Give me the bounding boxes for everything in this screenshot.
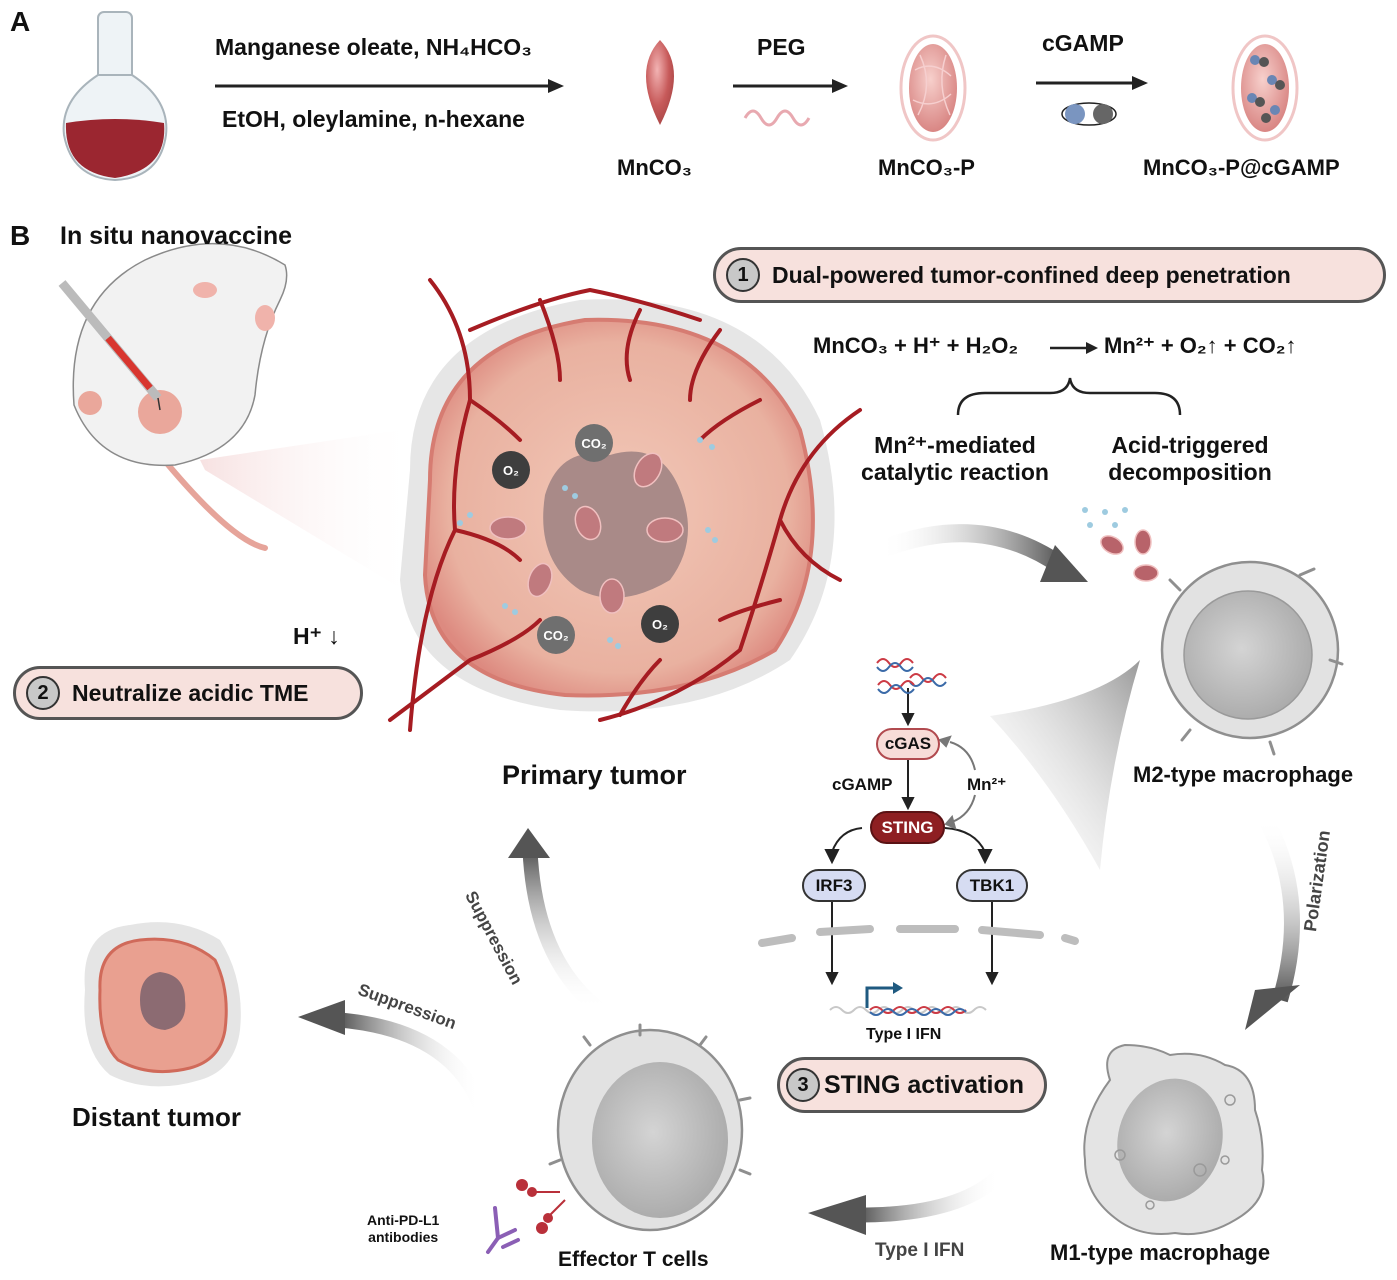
mn-activation-arrows xyxy=(938,735,976,830)
peg-arrow xyxy=(733,79,848,127)
co2-bubble: CO₂ xyxy=(537,616,575,654)
peg-chain-icon xyxy=(743,109,811,127)
step-number-badge: 3 xyxy=(786,1068,820,1102)
mouse-tail xyxy=(157,452,268,551)
suppression-distant-arrow xyxy=(298,1000,487,1108)
antibody-icon xyxy=(486,1206,520,1254)
penetration-arrow xyxy=(876,524,1088,582)
tumor-nanoparticles xyxy=(489,452,684,614)
equation-arrow xyxy=(1050,342,1098,354)
mnco3-p-cgamp-particle-icon xyxy=(1231,34,1299,142)
released-nanoparticles xyxy=(1082,507,1159,582)
sting-pathway-arrows xyxy=(824,688,999,986)
m2-macrophage-label: M2-type macrophage xyxy=(1133,762,1354,787)
mechanism-acid-line2: decomposition xyxy=(1108,459,1272,485)
o2-bubble: O₂ xyxy=(641,605,679,643)
irf3-node: IRF3 xyxy=(802,869,866,902)
syringe-icon xyxy=(58,280,162,411)
mnco3-p-particle-icon xyxy=(899,34,967,142)
distant-tumor-illustration xyxy=(84,922,241,1087)
type-i-ifn-arrow-label: Type I IFN xyxy=(875,1240,965,1261)
primary-tumor-label: Primary tumor xyxy=(502,760,687,790)
equation-left: MnCO₃ + H⁺ + H₂O₂ xyxy=(813,333,1019,358)
mouse-tumor xyxy=(138,390,182,434)
primary-tumor-illustration xyxy=(388,278,862,732)
mechanism-acid-line1: Acid-triggered xyxy=(1111,432,1269,458)
polarization-arrow xyxy=(1245,814,1300,1030)
mn-ion-label: Mn²⁺ xyxy=(967,775,1007,794)
effector-t-cell-illustration xyxy=(486,1023,752,1254)
pill-neutralize-tme: 2 Neutralize acidic TME xyxy=(13,666,363,720)
mechanism-acid: Acid-triggered decomposition xyxy=(1090,432,1290,486)
cgamp-arrow xyxy=(1036,76,1148,126)
step1-reagents-above: Manganese oleate, NH₄HCO₃ xyxy=(215,34,532,60)
pd-l1-receptor-icon xyxy=(516,1179,566,1234)
cgas-node: cGAS xyxy=(876,728,940,760)
flask-icon xyxy=(62,11,168,182)
pill-text: Neutralize acidic TME xyxy=(72,679,309,706)
curly-brace xyxy=(956,377,1182,416)
mouse-illustration xyxy=(58,242,288,551)
gas-bubbles xyxy=(457,437,718,649)
panel-b-letter: B xyxy=(10,220,31,251)
dna-fragments-icon xyxy=(876,658,947,694)
step3-cgamp-label: cGAMP xyxy=(1042,30,1124,56)
mnco3-particle-icon xyxy=(646,40,674,125)
cgamp-label: cGAMP xyxy=(832,775,893,794)
pill-text: STING activation xyxy=(824,1070,1025,1099)
mechanism-catalytic-line2: catalytic reaction xyxy=(861,459,1049,485)
zoom-cone xyxy=(200,430,420,600)
step1-reagents-below: EtOH, oleylamine, n-hexane xyxy=(222,106,525,132)
suppression-primary-arrow xyxy=(508,828,605,1016)
product-mnco3-label: MnCO₃ xyxy=(617,155,692,180)
ifn-gene-icon xyxy=(829,982,987,1016)
cgamp-molecule-icon xyxy=(1061,102,1117,126)
distant-tumor-label: Distant tumor xyxy=(72,1102,241,1132)
step2-peg-label: PEG xyxy=(757,34,806,60)
nuclear-membrane xyxy=(758,925,1079,947)
o2-bubble: O₂ xyxy=(492,451,530,489)
mechanism-catalytic-line1: Mn²⁺-mediated xyxy=(874,432,1036,458)
pill-dual-powered-penetration: 1 Dual-powered tumor-confined deep penet… xyxy=(713,247,1386,303)
signal-fan-shape xyxy=(990,660,1140,870)
pill-sting-activation: 3 STING activation xyxy=(777,1057,1047,1113)
step-number-badge: 1 xyxy=(726,258,760,292)
m1-macrophage-label: M1-type macrophage xyxy=(1050,1240,1271,1265)
product-mnco3-p-label: MnCO₃-P xyxy=(878,155,975,180)
mechanism-catalytic: Mn²⁺-mediated catalytic reaction xyxy=(845,432,1065,486)
anti-pd-l1-line2: antibodies xyxy=(368,1229,439,1245)
panel-b-title: In situ nanovaccine xyxy=(60,222,293,250)
m2-macrophage-illustration xyxy=(1160,560,1344,756)
anti-pd-l1-label: Anti-PD-L1 antibodies xyxy=(367,1212,439,1246)
synthesis-arrow xyxy=(215,79,564,93)
product-mnco3-p-cgamp-label: MnCO₃-P@cGAMP xyxy=(1143,155,1340,180)
blood-vessels xyxy=(388,278,862,732)
equation-right: Mn²⁺ + O₂↑ + CO₂↑ xyxy=(1104,333,1297,358)
necrotic-core xyxy=(543,451,688,598)
sting-node: STING xyxy=(870,811,945,844)
step-number-badge: 2 xyxy=(26,676,60,710)
anti-pd-l1-line1: Anti-PD-L1 xyxy=(367,1212,440,1228)
co2-bubble: CO₂ xyxy=(575,424,613,462)
type-i-ifn-arrow xyxy=(808,1169,1006,1235)
pill-text: Dual-powered tumor-confined deep penetra… xyxy=(772,261,1291,288)
effector-t-cells-label: Effector T cells xyxy=(558,1248,709,1271)
tbk1-node: TBK1 xyxy=(956,869,1028,902)
m1-macrophage-illustration xyxy=(1083,1043,1265,1236)
h-decrease-label: H⁺ ↓ xyxy=(293,623,340,649)
type-i-ifn-gene-label: Type I IFN xyxy=(866,1026,942,1043)
panel-a-letter: A xyxy=(10,6,31,37)
